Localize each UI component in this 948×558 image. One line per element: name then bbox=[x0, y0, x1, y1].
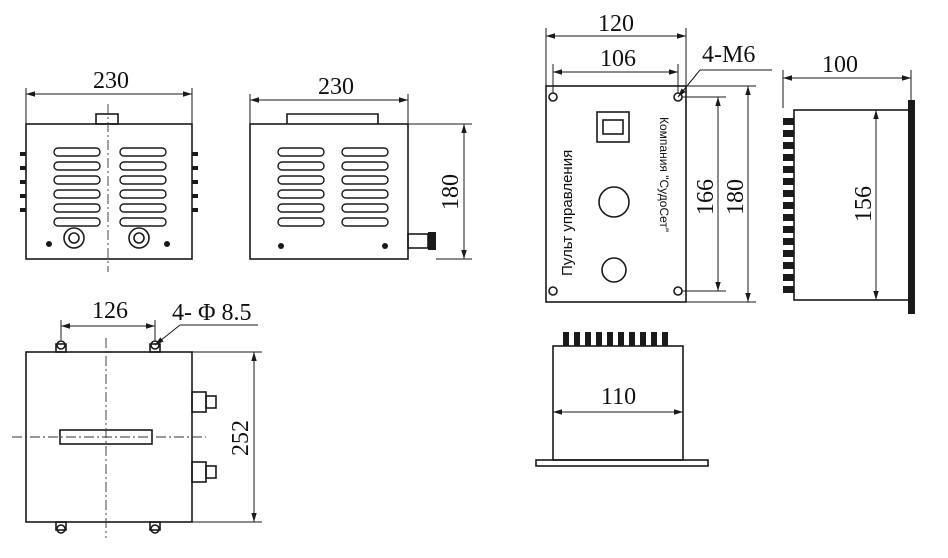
top-hole-spacing-dim: 126 bbox=[92, 298, 128, 324]
rear-width-dim: 230 bbox=[318, 74, 354, 100]
front-width-dim: 230 bbox=[93, 68, 129, 94]
panel-title: Пульт управления bbox=[559, 150, 576, 276]
panel-threads-dim: 4-M6 bbox=[702, 42, 755, 68]
panel-company: Компания "СудоСет" bbox=[657, 117, 671, 232]
top-depth-dim: 252 bbox=[228, 420, 254, 456]
bottom-view bbox=[535, 332, 709, 467]
side-view bbox=[782, 70, 915, 314]
bottom-width-dim: 110 bbox=[601, 384, 636, 410]
side-height-dim: 156 bbox=[851, 186, 877, 222]
control-panel-view bbox=[545, 28, 772, 303]
panel-hole-height-dim: 166 bbox=[693, 179, 719, 215]
rear-view bbox=[249, 94, 472, 260]
front-view bbox=[20, 88, 198, 272]
side-depth-dim: 100 bbox=[822, 52, 858, 78]
panel-width-dim: 120 bbox=[598, 11, 634, 37]
rear-height-dim: 180 bbox=[438, 174, 464, 210]
panel-hole-spacing-dim: 106 bbox=[600, 46, 636, 72]
top-view bbox=[12, 320, 262, 538]
panel-height-dim: 180 bbox=[723, 179, 749, 215]
top-holes-dim: 4- Φ 8.5 bbox=[172, 300, 252, 326]
